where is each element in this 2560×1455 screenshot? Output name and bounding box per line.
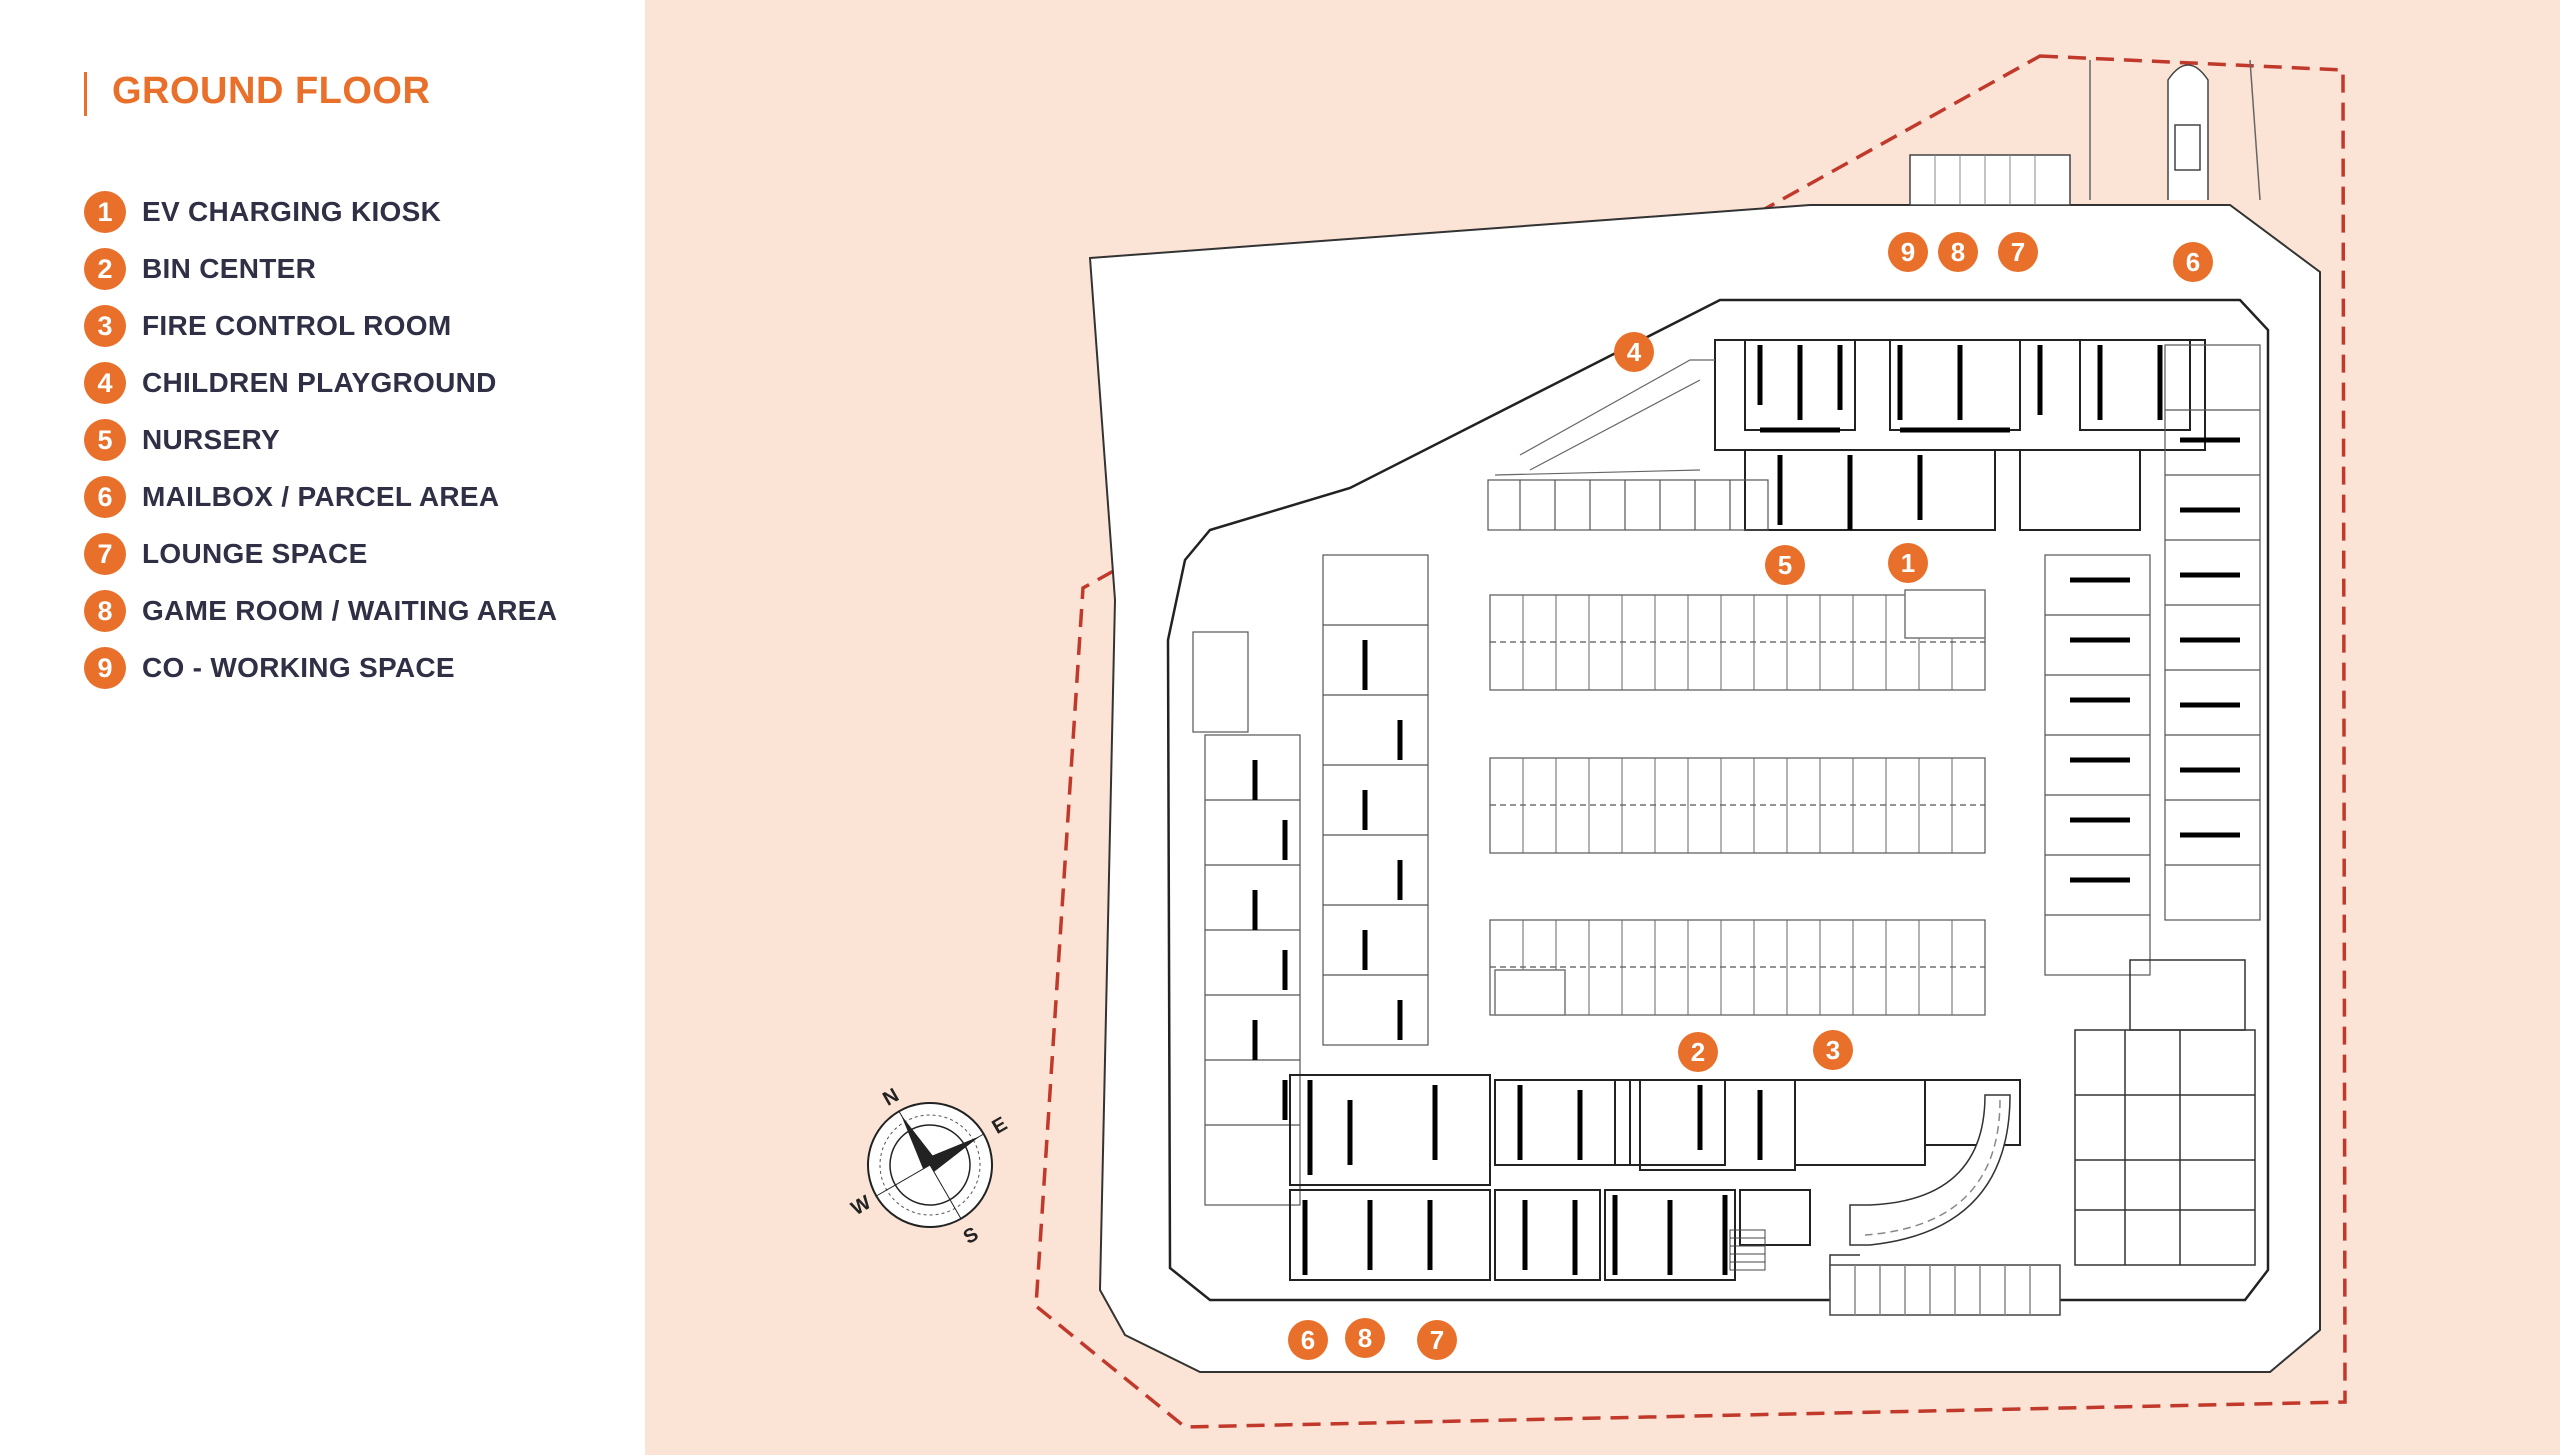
marker-label: 1 [1901,548,1915,578]
marker-3: 3 [1813,1030,1853,1070]
parking-column-right [2044,344,2261,976]
legend-item: 2 BIN CENTER [84,247,557,291]
parking-grid-center [1489,594,1986,1016]
marker-label: 6 [1301,1325,1315,1355]
parking-column-left [1192,554,1429,1206]
marker-8: 8 [1938,232,1978,272]
marker-label: 8 [1951,237,1965,267]
legend-label: GAME ROOM / WAITING AREA [142,595,558,626]
legend-number-badge: 5 [84,419,126,461]
marker-6-bottom: 6 [1288,1320,1328,1360]
marker-label: 7 [1430,1325,1444,1355]
compass-south-label: S [960,1223,983,1249]
compass-rose: N E S W [848,1084,1012,1249]
page-title: GROUND FLOOR [112,70,431,112]
title-accent-bar [84,72,87,116]
top-room-block [1714,339,2206,531]
marker-8-bottom: 8 [1345,1318,1385,1358]
legend-number-badge: 2 [84,248,126,290]
marker-5: 5 [1765,545,1805,585]
compass-west-label: W [848,1192,875,1221]
legend-number-badge: 4 [84,362,126,404]
vehicle-ramp [1829,1094,2011,1290]
marker-7-bottom: 7 [1417,1320,1457,1360]
legend-label: CHILDREN PLAYGROUND [142,367,497,398]
marker-label: 9 [1901,237,1915,267]
legend-item: 4 CHILDREN PLAYGROUND [84,361,557,405]
legend-label: MAILBOX / PARCEL AREA [142,481,500,512]
legend-item: 6 MAILBOX / PARCEL AREA [84,475,557,519]
legend-item: 9 CO - WORKING SPACE [84,646,557,690]
legend-item: 7 LOUNGE SPACE [84,532,557,576]
legend-number-badge: 1 [84,191,126,233]
marker-6: 6 [2173,242,2213,282]
parking-row-top [1487,479,1769,531]
legend-label: BIN CENTER [142,253,317,284]
marker-4: 4 [1614,332,1654,372]
legend-label: EV CHARGING KIOSK [142,196,442,227]
stairs [1729,1229,1766,1271]
legend-number-badge: 8 [84,590,126,632]
legend-label: NURSERY [142,424,280,455]
marker-label: 6 [2186,247,2200,277]
building-outline [1166,298,2270,1302]
marker-label: 3 [1826,1035,1840,1065]
marker-label: 5 [1778,550,1792,580]
legend-item: 3 FIRE CONTROL ROOM [84,304,557,348]
legend-label: FIRE CONTROL ROOM [142,310,452,341]
marker-1: 1 [1888,543,1928,583]
playground-area [1494,359,1715,476]
marker-2: 2 [1678,1032,1718,1072]
legend-item: 1 EV CHARGING KIOSK [84,190,557,234]
marker-label: 2 [1691,1037,1705,1067]
accessible-parking [1494,969,1566,1016]
compass-east-label: E [989,1113,1012,1139]
compass-north-label: N [879,1084,903,1110]
site-boundary [1034,54,2347,1429]
marker-label: 7 [2011,237,2025,267]
legend-panel: GROUND FLOOR 1 EV CHARGING KIOSK 2 BIN CEN… [0,0,645,1455]
marker-label: 4 [1627,337,1642,367]
legend-number-badge: 7 [84,533,126,575]
legend-item: 5 NURSERY [84,418,557,462]
legend-number-badge: 3 [84,305,126,347]
legend-number-badge: 6 [84,476,126,518]
legend-label: CO - WORKING SPACE [142,652,455,683]
bottom-room-block [1289,1074,2021,1281]
marker-7: 7 [1998,232,2038,272]
accessible-parking [1904,589,1986,639]
right-lower-rooms [2074,959,2256,1266]
legend-list: 1 EV CHARGING KIOSK 2 BIN CENTER 3 FIRE CON… [84,190,557,703]
marker-label: 8 [1358,1323,1372,1353]
legend-item: 8 GAME ROOM / WAITING AREA [84,589,557,633]
marker-9: 9 [1888,232,1928,272]
bottom-entrance-strip [1829,1264,2061,1316]
legend-number-badge: 9 [84,647,126,689]
entrance-strip [1909,154,2071,206]
legend-label: LOUNGE SPACE [142,538,368,569]
